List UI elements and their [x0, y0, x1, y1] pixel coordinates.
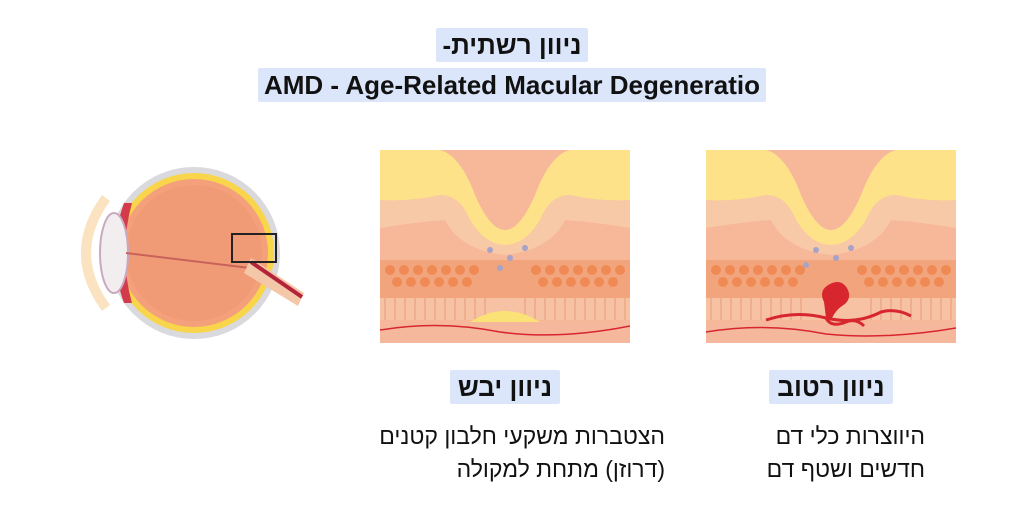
wet-amd-label: ניוון רטוב — [706, 370, 956, 404]
wet-desc-line1: היווצרות כלי דם — [775, 423, 925, 449]
title-hebrew-line: ניוון רשתית- — [0, 28, 1024, 62]
drusen-deposit — [470, 311, 540, 322]
wet-amd-description: היווצרות כלי דם חדשים ושטף דם — [735, 420, 925, 486]
wet-desc-line2: חדשים ושטף דם — [766, 456, 925, 482]
dry-amd-diagram — [380, 150, 630, 343]
dry-desc-line1: הצטברות משקעי חלבון קטנים — [379, 423, 665, 449]
wet-amd-diagram — [706, 150, 956, 343]
dry-amd-label-text: ניוון יבש — [449, 370, 561, 404]
title-english: AMD - Age-Related Macular Degeneratio — [257, 68, 767, 102]
dry-amd-description: הצטברות משקעי חלבון קטנים (דרוזן) מתחת ל… — [330, 420, 665, 486]
dry-amd-label: ניוון יבש — [380, 370, 630, 404]
hemorrhage — [822, 282, 850, 318]
dry-desc-line2: (דרוזן) מתחת למקולה — [456, 456, 665, 482]
eye-illustration — [81, 167, 304, 339]
title-english-line: AMD - Age-Related Macular Degeneratio — [0, 68, 1024, 102]
title-hebrew: ניוון רשתית- — [436, 28, 588, 62]
wet-amd-label-text: ניוון רטוב — [769, 370, 893, 404]
